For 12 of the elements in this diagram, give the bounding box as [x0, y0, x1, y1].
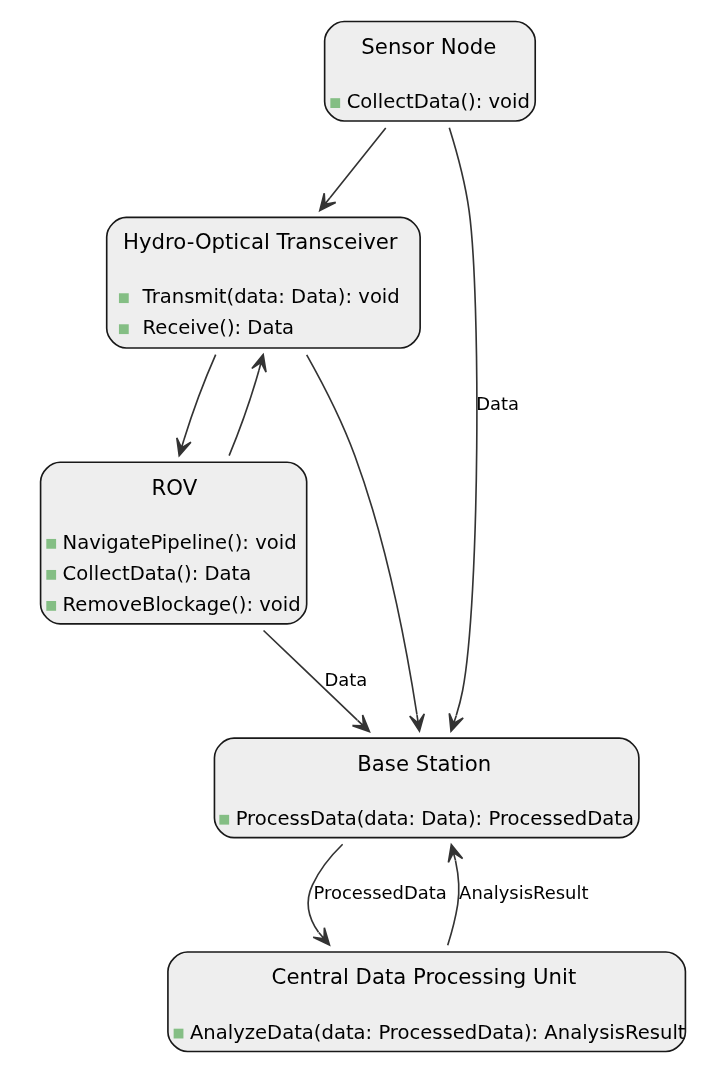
arrow	[446, 843, 463, 947]
arrow	[306, 843, 343, 946]
arrow	[175, 353, 216, 457]
arrow	[447, 127, 478, 732]
arrow	[318, 127, 387, 212]
arrow	[305, 353, 425, 732]
edge-label: Data	[475, 392, 519, 414]
edge-label: AnalysisResult	[458, 882, 588, 904]
arrow	[262, 629, 370, 733]
edge-label: Data	[323, 668, 367, 690]
arrow	[227, 353, 267, 457]
edge-label: ProcessedData	[312, 882, 447, 904]
